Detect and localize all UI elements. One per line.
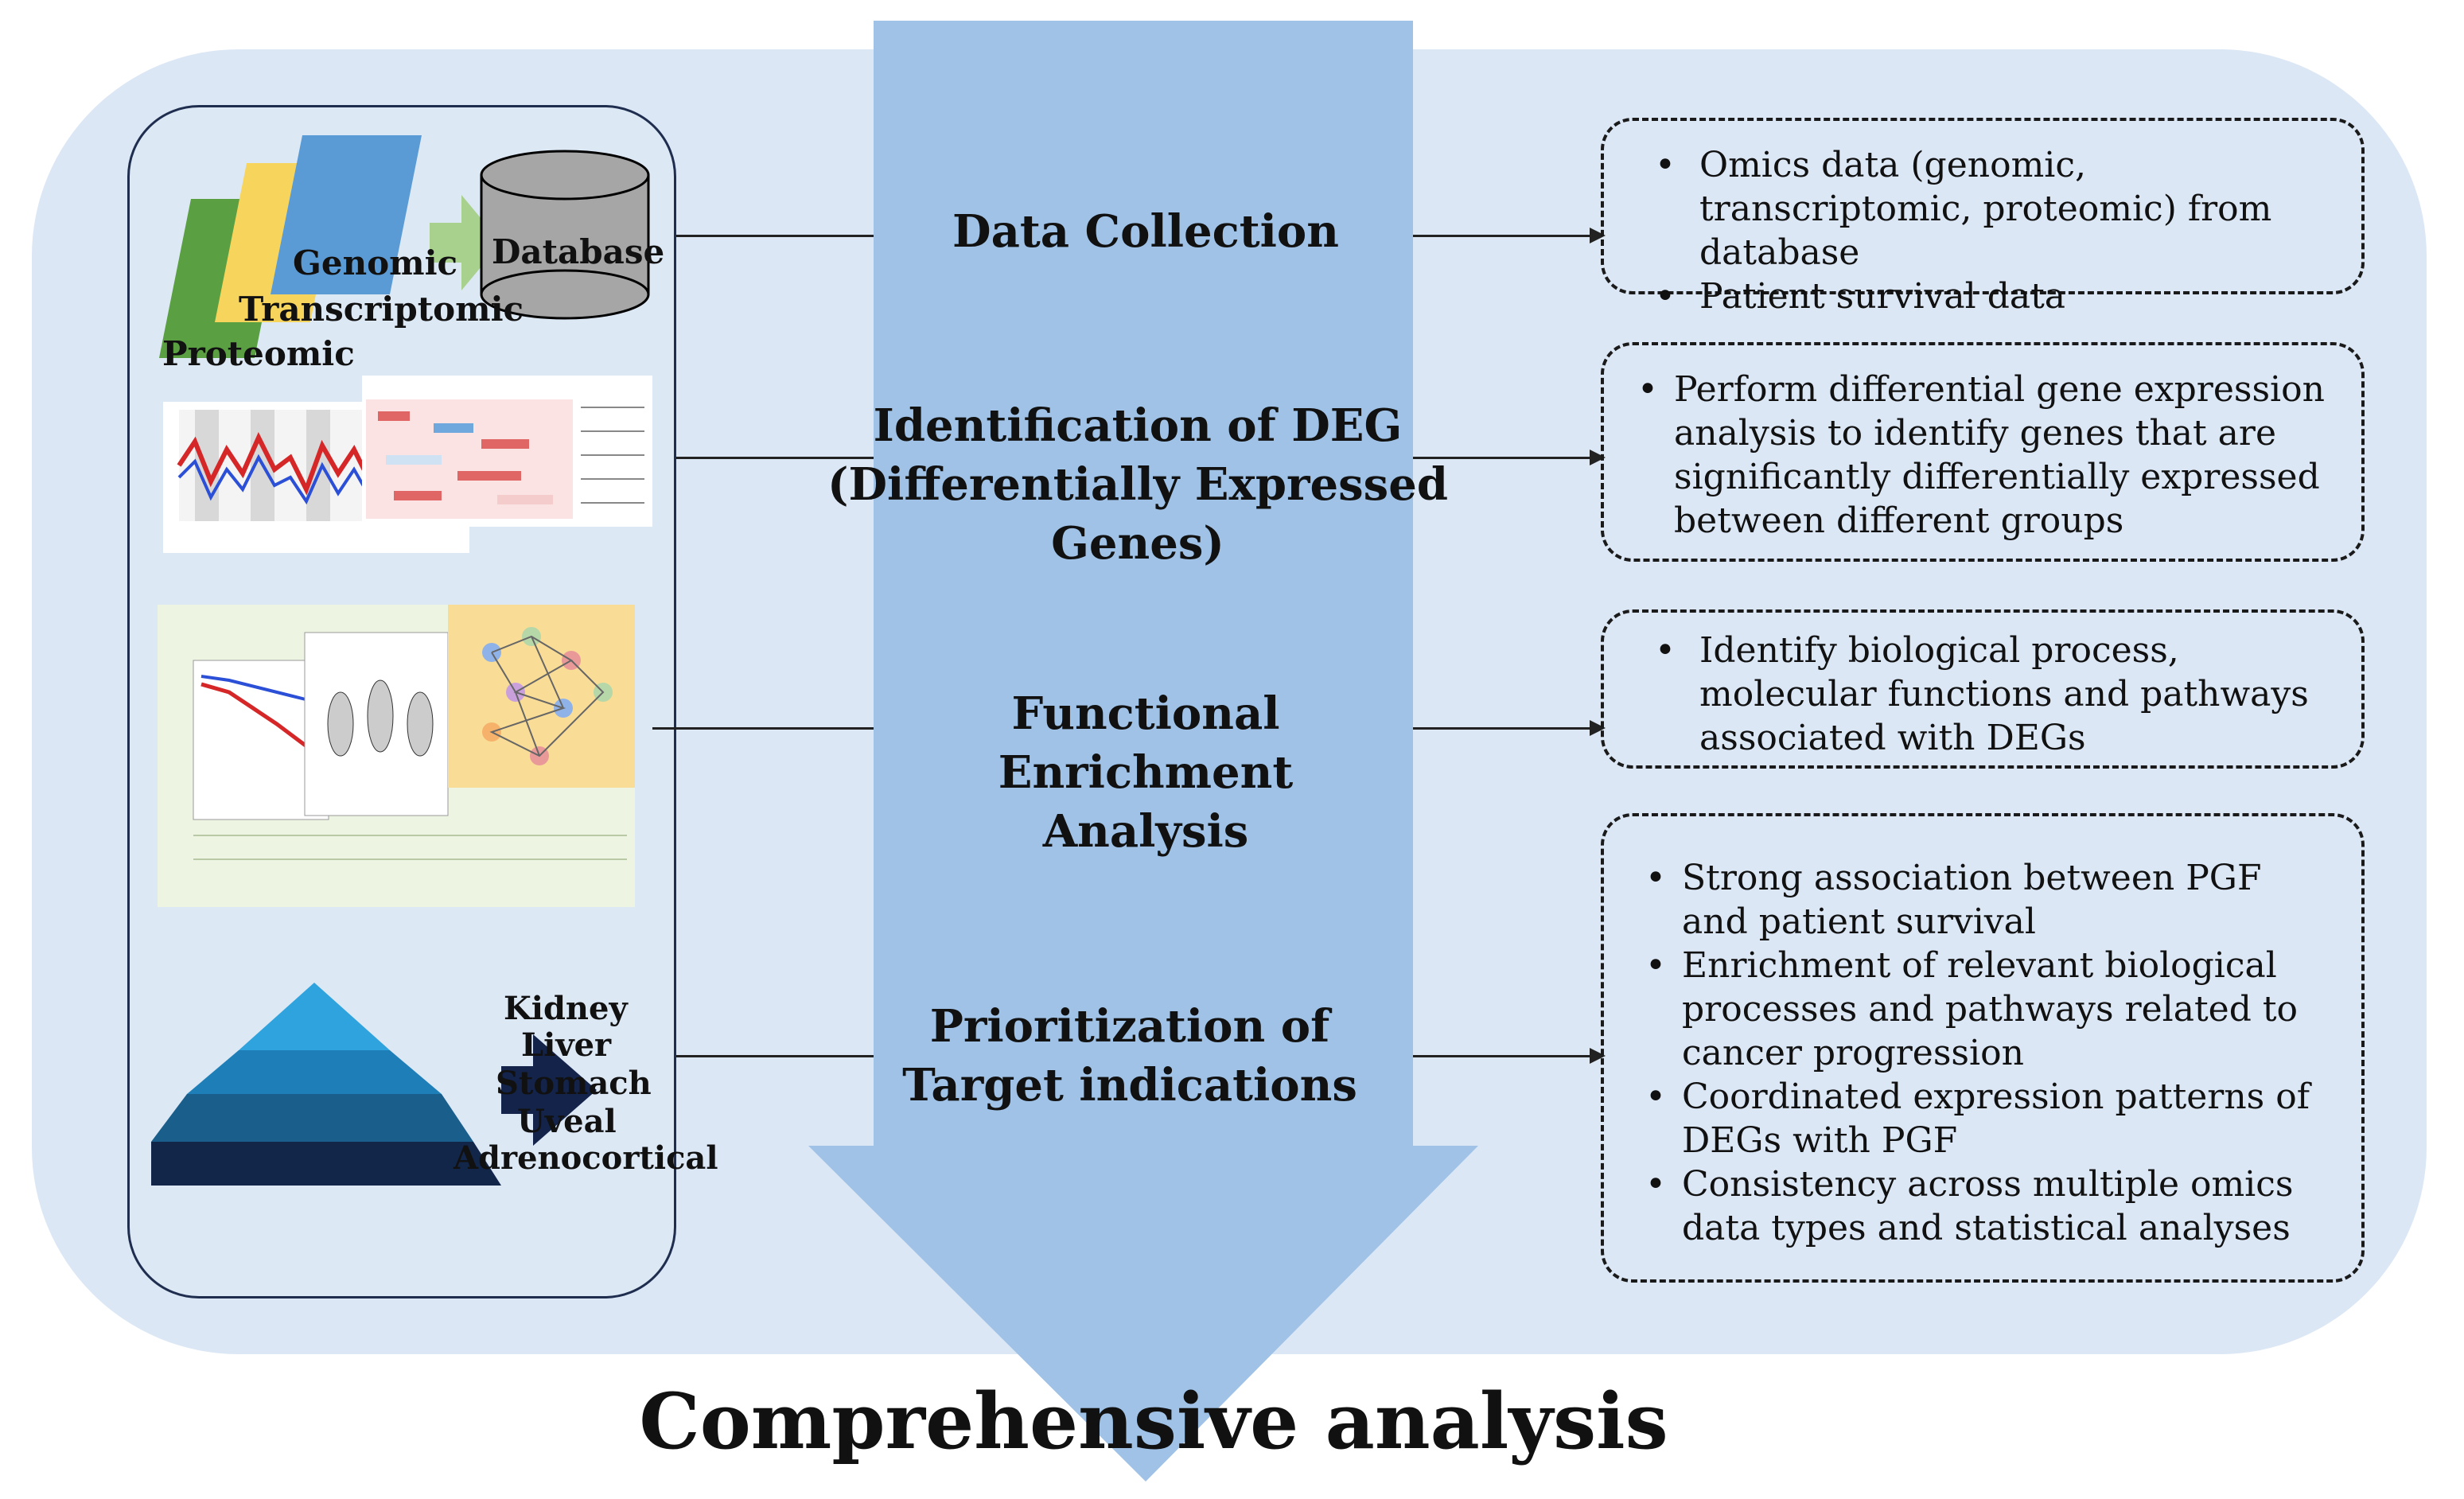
indication-kidney: Kidney — [504, 990, 628, 1027]
indication-adrenocortical: Adrenocortical — [453, 1139, 718, 1177]
box-prio-item: Coordinated expression patterns of DEGs … — [1612, 1075, 2337, 1162]
connector-data-collection-left — [676, 235, 874, 237]
step-prio-line2: Target indications — [902, 1059, 1357, 1112]
connector-data-collection-right — [1413, 235, 1594, 237]
indication-liver: Liver — [521, 1026, 612, 1064]
step-data-collection: Data Collection — [875, 202, 1416, 261]
connector-prio-right — [1413, 1055, 1594, 1057]
enrichment-thumbnail — [158, 605, 635, 907]
step-functional-enrichment: Functional Enrichment Analysis — [875, 684, 1416, 861]
step-fea-line2: Analysis — [1042, 805, 1249, 858]
box-prio-item: Consistency across multiple omics data t… — [1612, 1162, 2337, 1250]
step-fea-line1: Functional Enrichment — [998, 687, 1294, 799]
box-prio-item: Strong association between PGF and patie… — [1612, 856, 2337, 944]
step-prio-line1: Prioritization of — [929, 1000, 1330, 1053]
box-data-collection-item: Patient survival data — [1628, 274, 2337, 318]
step-deg: Identification of DEG (Differentially Ex… — [764, 396, 1512, 573]
box-prioritization: Strong association between PGF and patie… — [1601, 813, 2365, 1283]
box-deg-item: Perform differential gene expression ana… — [1604, 368, 2337, 543]
indication-stomach: Stomach — [496, 1065, 652, 1102]
box-functional-enrichment: Identify biological process, molecular f… — [1601, 609, 2365, 769]
indication-uveal: Uveal — [517, 1103, 617, 1140]
box-data-collection-item: Omics data (genomic, transcriptomic, pro… — [1628, 143, 2337, 274]
connector-fea-right — [1413, 727, 1594, 730]
box-fea-item: Identify biological process, molecular f… — [1628, 629, 2337, 760]
step-data-collection-label: Data Collection — [952, 205, 1339, 258]
step-prioritization: Prioritization of Target indications — [859, 997, 1400, 1115]
connector-deg-left — [676, 457, 874, 459]
omics-database-illustration — [159, 135, 650, 358]
box-data-collection: Omics data (genomic, transcriptomic, pro… — [1601, 118, 2365, 318]
connector-deg-right — [1413, 457, 1594, 459]
box-deg: Perform differential gene expression ana… — [1601, 342, 2365, 562]
database-label: Database — [492, 232, 665, 271]
box-prio-item: Enrichment of relevant biological proces… — [1612, 944, 2337, 1075]
connector-prio-left — [676, 1055, 874, 1057]
step-deg-line1: Identification of DEG — [873, 399, 1403, 452]
proteomic-label: Proteomic — [162, 334, 355, 373]
step-deg-line2: (Differentially Expressed Genes) — [827, 458, 1448, 570]
connector-fea-left — [652, 727, 874, 730]
transcriptomic-label: Transcriptomic — [239, 290, 524, 329]
deg-heatmap-thumbnail — [362, 376, 652, 527]
genomic-label: Genomic — [293, 243, 458, 282]
target-pyramid-illustration — [151, 983, 597, 1186]
footer-title: Comprehensive analysis — [639, 1376, 1668, 1466]
